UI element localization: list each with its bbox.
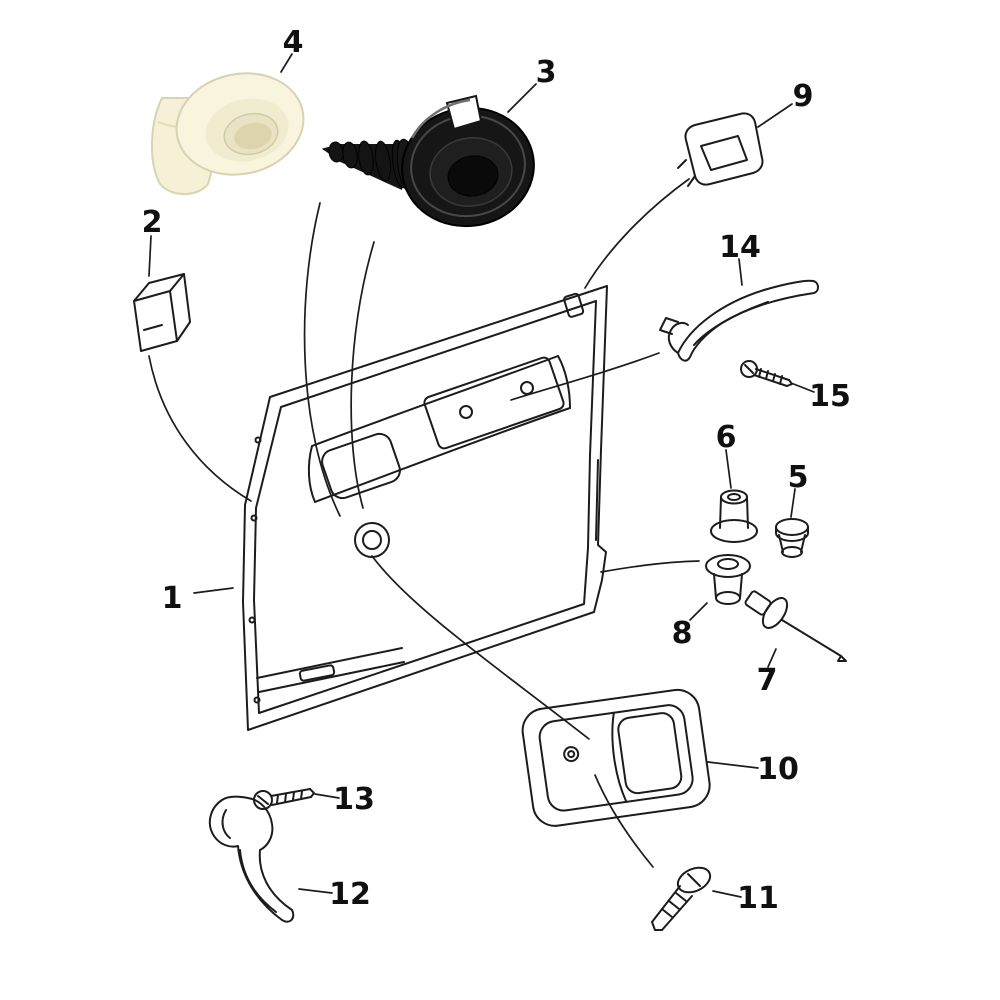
curve-bushings-to-panel [601,561,699,572]
leader-line-9 [758,104,792,127]
edge-hole-2 [252,516,257,521]
part-label-8: 8 [672,616,693,651]
armrest-bottom-edge [315,408,570,502]
part-label-13: 13 [333,782,375,817]
part-label-9: 9 [793,79,814,114]
leader-line-7 [768,649,776,667]
leader-line-13 [315,794,339,798]
leader-line-12 [299,889,332,893]
part-label-15: 15 [809,379,851,414]
part-label-2: 2 [142,205,163,240]
part-15-screw [741,361,792,386]
part-2-square-clip [134,274,190,351]
pocket-slot [299,665,334,681]
part-label-5: 5 [788,460,809,495]
leader-line-3 [508,84,536,112]
part-12-bracket [210,797,293,922]
edge-hole-3 [250,618,255,623]
panel-outline [243,286,607,730]
placement-curves [149,179,699,867]
curve-clip9-to-panel [585,179,689,288]
part-label-3: 3 [536,55,557,90]
right-edge-ridge [596,460,598,540]
leader-line-6 [726,450,731,488]
curve-bezel-to-panel [372,556,589,739]
leader-line-4 [281,54,292,72]
curve-clip2-to-panel [149,356,251,501]
edge-hole-4 [255,698,260,703]
pocket-line-2 [259,662,404,692]
leader-line-8 [690,603,707,620]
leader-line-2 [149,236,151,276]
leader-line-5 [791,489,795,517]
part-1-door-panel [243,286,607,730]
curve-screw11-to-bezel [595,775,653,867]
part-label-1: 1 [162,581,183,616]
leader-line-11 [713,891,741,897]
curve-bracket14-to-panel [511,353,659,400]
rivet-rib-3 [357,140,376,176]
part-label-4: 4 [283,25,304,60]
grommet-hole-shadow [234,122,272,150]
armrest-top-edge [312,356,558,446]
part-5-plug-cap [776,519,808,557]
leader-line-10 [708,762,758,768]
pull-cup-opening [319,431,403,502]
leader-lines [149,54,814,897]
part-label-14: 14 [719,230,761,265]
curve-grommet-to-panel [305,203,340,516]
armrest-left-end [309,446,315,502]
rivet-rib-4 [341,141,358,169]
armrest-screw-hole-right [521,382,533,394]
part-7-blind-rivet [744,590,846,661]
curve-rivet-to-panel [351,242,374,508]
armrest-screw-hole-left [460,406,472,418]
part-8-bushing [706,555,750,604]
pocket-line-1 [257,648,402,678]
part-label-12: 12 [329,877,371,912]
part-label-10: 10 [757,752,799,787]
part-9-frame-clip [678,113,763,186]
part-labels: 1 2 3 4 5 6 7 8 9 10 11 12 13 14 15 [142,25,851,916]
rivet-highlight [412,100,470,138]
leader-line-1 [194,588,233,593]
part-6-spacer-sleeve [711,491,757,543]
part-14-pull-bracket [660,281,818,361]
part-3-push-rivet-photo [323,96,542,235]
rivet-center-hole [445,153,500,200]
rivet-rib-2 [373,140,392,182]
leader-line-14 [739,259,742,285]
part-10-handle-bezel [520,687,713,829]
panel-round-hole-outer [355,523,389,557]
edge-hole-1 [256,438,261,443]
part-label-6: 6 [716,420,737,455]
part-label-7: 7 [757,663,778,698]
leader-line-15 [791,383,814,392]
part-11-screw [652,863,714,930]
armrest-screw-plate [423,356,565,450]
panel-round-hole-inner [363,531,381,549]
armrest-right-end [558,356,570,408]
clip-slot-top-right [563,293,583,317]
part-4-grommet-photo [152,62,313,194]
part-13-screw [254,789,314,809]
panel-inner-outline [254,301,596,713]
part-label-11: 11 [737,881,779,916]
